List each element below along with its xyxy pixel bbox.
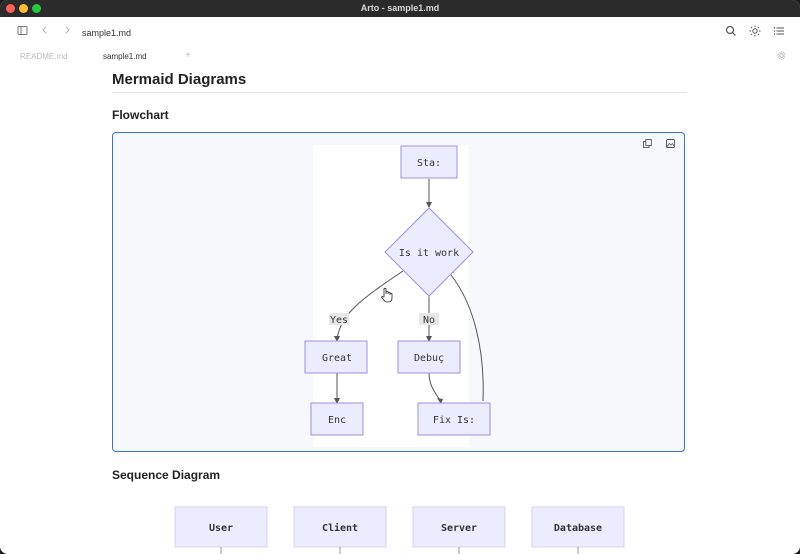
participant-database-label: Database xyxy=(554,523,602,534)
tab-bar: README.md sample1.md + xyxy=(0,49,800,65)
participant-client-label: Client xyxy=(322,522,358,534)
gear-icon[interactable] xyxy=(777,51,786,62)
edge-fix-decision xyxy=(450,274,484,402)
document-title: Mermaid Diagrams xyxy=(112,71,247,88)
node-great-label: Great xyxy=(322,353,352,364)
minimize-window-button[interactable] xyxy=(19,4,28,13)
hand-cursor-icon xyxy=(381,287,393,303)
title-bar: Arto - sample1.md xyxy=(0,0,800,17)
zoom-window-button[interactable] xyxy=(32,4,41,13)
sequence-diagram[interactable]: User Client Server Database xyxy=(0,501,800,554)
breadcrumb: sample1.md xyxy=(82,28,132,38)
sun-icon[interactable] xyxy=(748,25,762,39)
edge-yes-label-bg xyxy=(329,313,349,325)
list-icon[interactable] xyxy=(772,25,786,39)
image-icon[interactable] xyxy=(665,139,675,149)
node-start xyxy=(400,145,458,179)
edge-no-label-bg xyxy=(419,313,439,325)
node-fix xyxy=(417,402,491,436)
participant-database xyxy=(531,506,625,548)
close-window-button[interactable] xyxy=(6,4,15,13)
tab-readme[interactable]: README.md xyxy=(20,52,68,61)
node-debug xyxy=(397,340,461,374)
sequence-heading: Sequence Diagram xyxy=(112,468,221,482)
flowchart-canvas: Sta: Is it work Great Debuç Enc Fix Is: … xyxy=(304,145,491,447)
document-view: Mermaid Diagrams Flowchart xyxy=(0,65,800,554)
chevron-left-icon[interactable] xyxy=(38,25,52,39)
sequence-lifelines xyxy=(220,547,579,554)
title-divider xyxy=(112,92,686,93)
tab-sample1[interactable]: sample1.md xyxy=(103,52,147,61)
node-debug-label: Debuç xyxy=(414,353,444,364)
participant-server xyxy=(412,506,506,548)
node-decision-label: Is it work xyxy=(399,248,459,259)
node-great xyxy=(304,340,368,374)
flowchart-heading: Flowchart xyxy=(112,108,169,122)
edge-yes-label: Yes xyxy=(330,315,348,326)
node-decision xyxy=(384,207,474,297)
edge-yes xyxy=(336,270,404,340)
edge-no-label: No xyxy=(423,315,435,326)
node-start-label: Sta: xyxy=(417,158,441,169)
sidebar-toggle-icon[interactable] xyxy=(15,25,29,39)
flowchart-diagram[interactable]: Sta: Is it work Great Debuç Enc Fix Is: … xyxy=(112,132,685,452)
node-fix-label: Fix Is: xyxy=(433,415,475,426)
participant-user xyxy=(174,506,268,548)
node-end xyxy=(310,402,364,436)
traffic-lights xyxy=(6,4,41,13)
participant-server-label: Server xyxy=(441,523,477,534)
chevron-right-icon[interactable] xyxy=(60,25,74,39)
window-title: Arto - sample1.md xyxy=(360,3,440,13)
toolbar: sample1.md xyxy=(0,17,800,49)
copy-icon[interactable] xyxy=(642,139,652,149)
node-end-label: Enc xyxy=(328,415,346,426)
search-icon[interactable] xyxy=(724,25,738,39)
add-tab-button[interactable]: + xyxy=(185,50,191,61)
participant-client xyxy=(293,506,387,548)
participant-user-label: User xyxy=(209,523,233,534)
